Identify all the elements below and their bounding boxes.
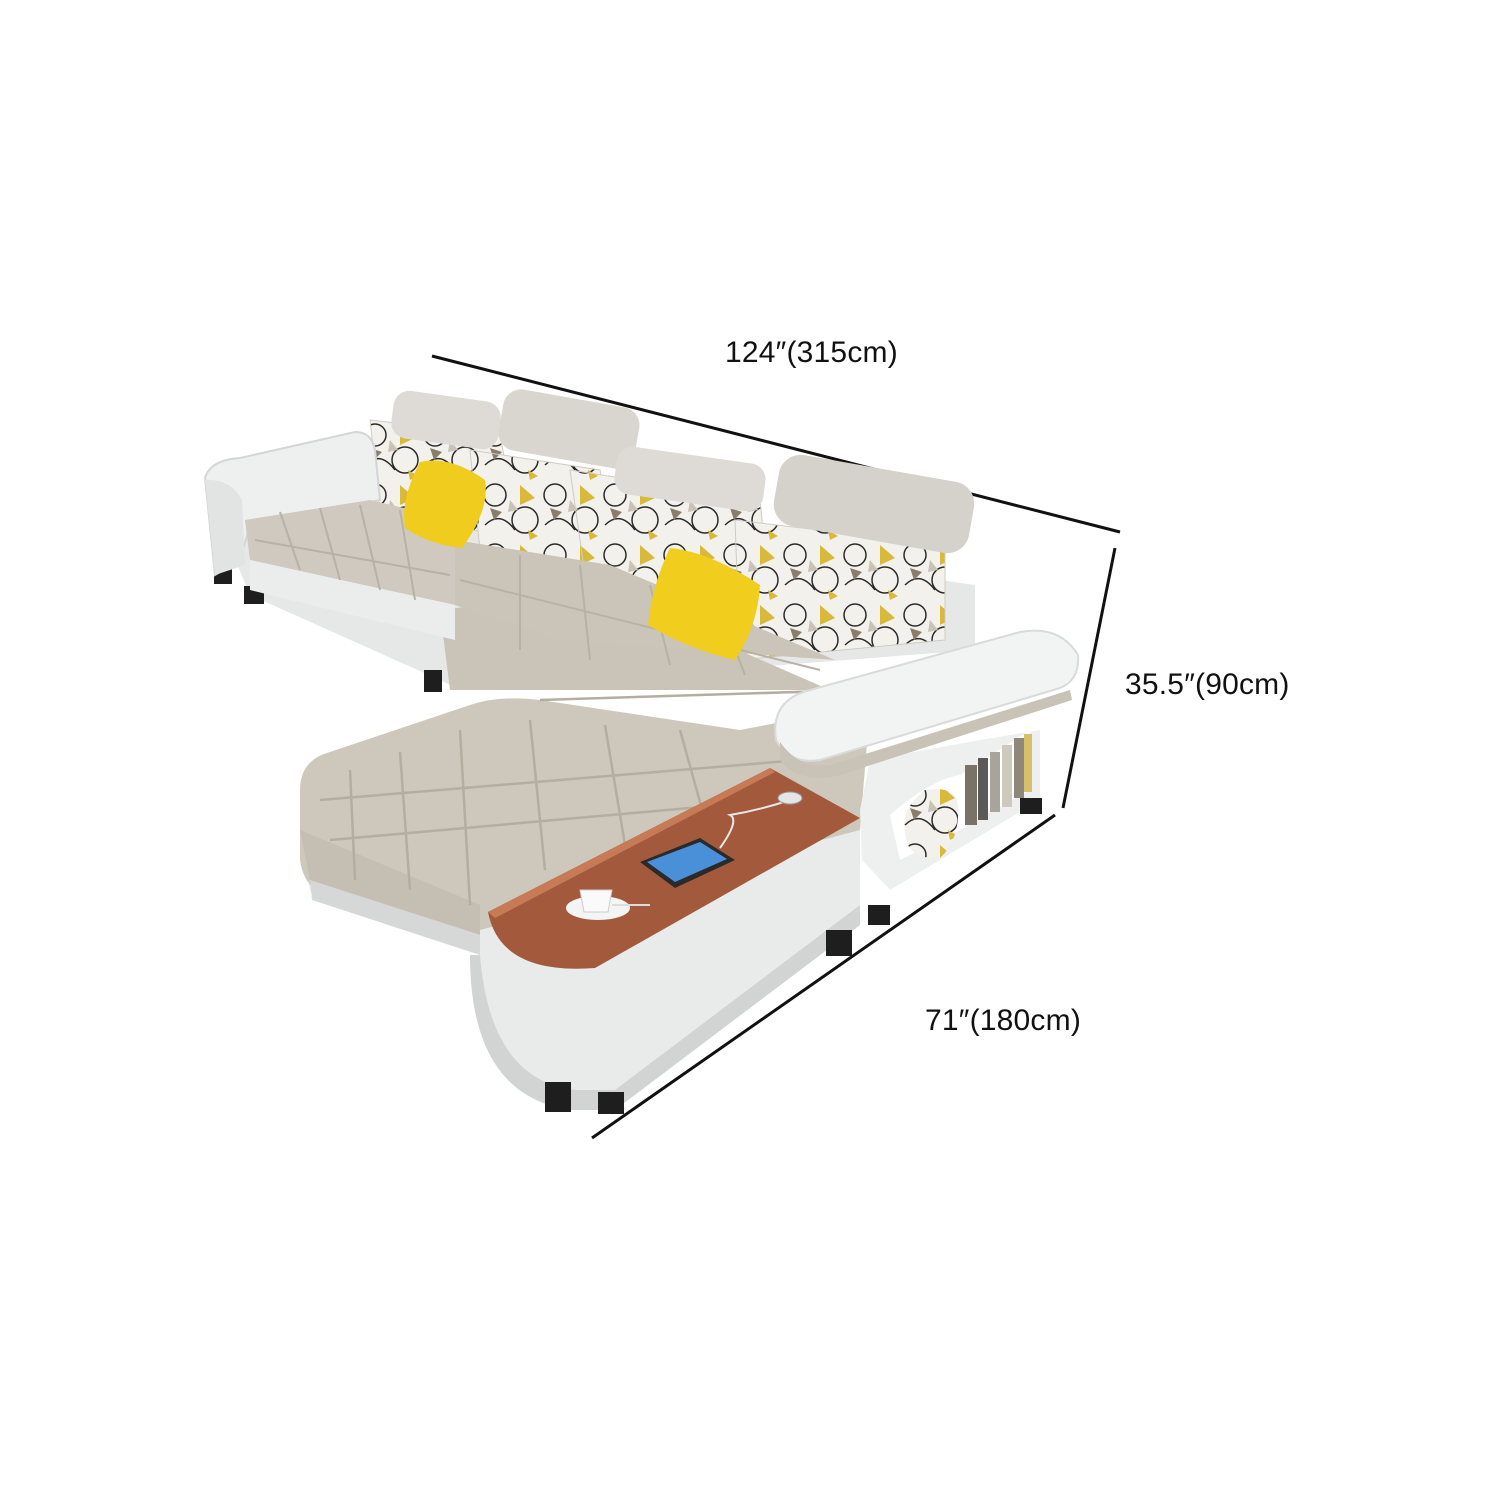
depth-label: 71″(180cm) <box>925 1004 1082 1037</box>
wood-tray <box>488 768 860 969</box>
length-dimension-line <box>431 354 1121 534</box>
sofa-back-section <box>203 389 975 692</box>
yellow-pillow <box>648 548 760 660</box>
length-label: 124″(315cm) <box>725 336 898 369</box>
coffee-cup-icon <box>566 889 650 920</box>
yellow-pillow <box>404 460 486 548</box>
height-dimension-line <box>1061 547 1117 809</box>
depth-dimension-line <box>591 813 1056 1140</box>
height-label: 35.5″(90cm) <box>1125 668 1290 701</box>
seat-cushions-back <box>245 500 835 690</box>
power-socket <box>777 791 803 805</box>
tablet-icon <box>640 838 735 888</box>
sofa-chaise-section <box>300 688 890 1114</box>
storage-armrest <box>774 629 1080 890</box>
